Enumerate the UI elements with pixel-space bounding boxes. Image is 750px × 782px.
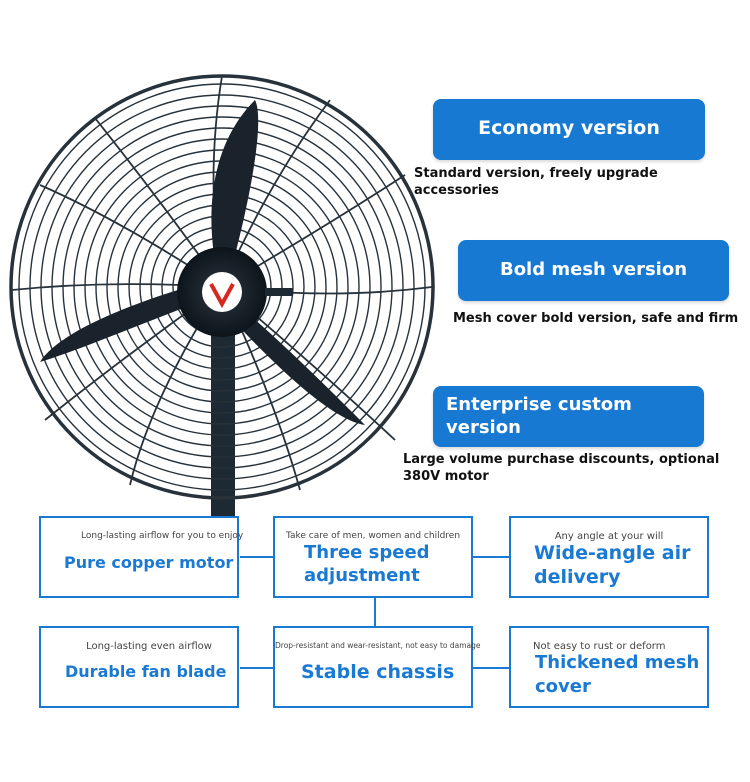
- connector-vertical: [374, 598, 376, 626]
- enterprise-custom-version-button[interactable]: Enterprise custom version: [433, 386, 704, 447]
- connector-row2-left: [240, 667, 273, 669]
- economy-version-button[interactable]: Economy version: [433, 99, 705, 160]
- feature-card-three-speed: Take care of men, women and children Thr…: [273, 516, 473, 598]
- feature-title: Thickened mesh cover: [535, 652, 700, 697]
- feature-subtitle: Any angle at your will: [554, 531, 664, 542]
- feature-subtitle: Not easy to rust or deform: [533, 641, 666, 652]
- feature-card-wide-angle: Any angle at your will Wide-angle air de…: [509, 516, 709, 598]
- feature-title: Wide-angle air delivery: [534, 542, 691, 588]
- feature-subtitle: Long-lasting even airflow: [86, 641, 212, 652]
- feature-title: Stable chassis: [301, 661, 455, 683]
- economy-version-desc: Standard version, freely upgrade accesso…: [414, 166, 658, 198]
- feature-title: Pure copper motor: [64, 553, 234, 572]
- feature-card-stable-chassis: Drop-resistant and wear-resistant, not e…: [273, 626, 481, 708]
- bold-mesh-version-title: Bold mesh version: [499, 259, 688, 280]
- feature-card-thickened-mesh: Not easy to rust or deform Thickened mes…: [509, 626, 709, 708]
- feature-card-durable-blade: Long-lasting even airflow Durable fan bl…: [39, 626, 239, 708]
- feature-subtitle: Drop-resistant and wear-resistant, not e…: [275, 641, 481, 650]
- enterprise-custom-version-title: Enterprise custom version: [446, 394, 632, 438]
- economy-version-title: Economy version: [478, 117, 660, 139]
- enterprise-custom-version-desc: Large volume purchase discounts, optiona…: [403, 452, 720, 484]
- connector-row1-left: [240, 556, 273, 558]
- brand-logo: [202, 272, 242, 312]
- feature-title: Three speed adjustment: [304, 542, 430, 586]
- feature-title: Durable fan blade: [65, 662, 227, 681]
- fan-image: [9, 74, 435, 530]
- feature-subtitle: Take care of men, women and children: [285, 531, 461, 541]
- connector-row1-right: [473, 556, 509, 558]
- bold-mesh-version-desc: Mesh cover bold version, safe and firm: [453, 311, 739, 326]
- connector-row2-right: [473, 667, 509, 669]
- feature-subtitle: Long-lasting airflow for you to enjoy: [81, 531, 244, 541]
- feature-card-pure-copper-motor: Long-lasting airflow for you to enjoy Pu…: [39, 516, 243, 598]
- bold-mesh-version-button[interactable]: Bold mesh version: [458, 240, 729, 301]
